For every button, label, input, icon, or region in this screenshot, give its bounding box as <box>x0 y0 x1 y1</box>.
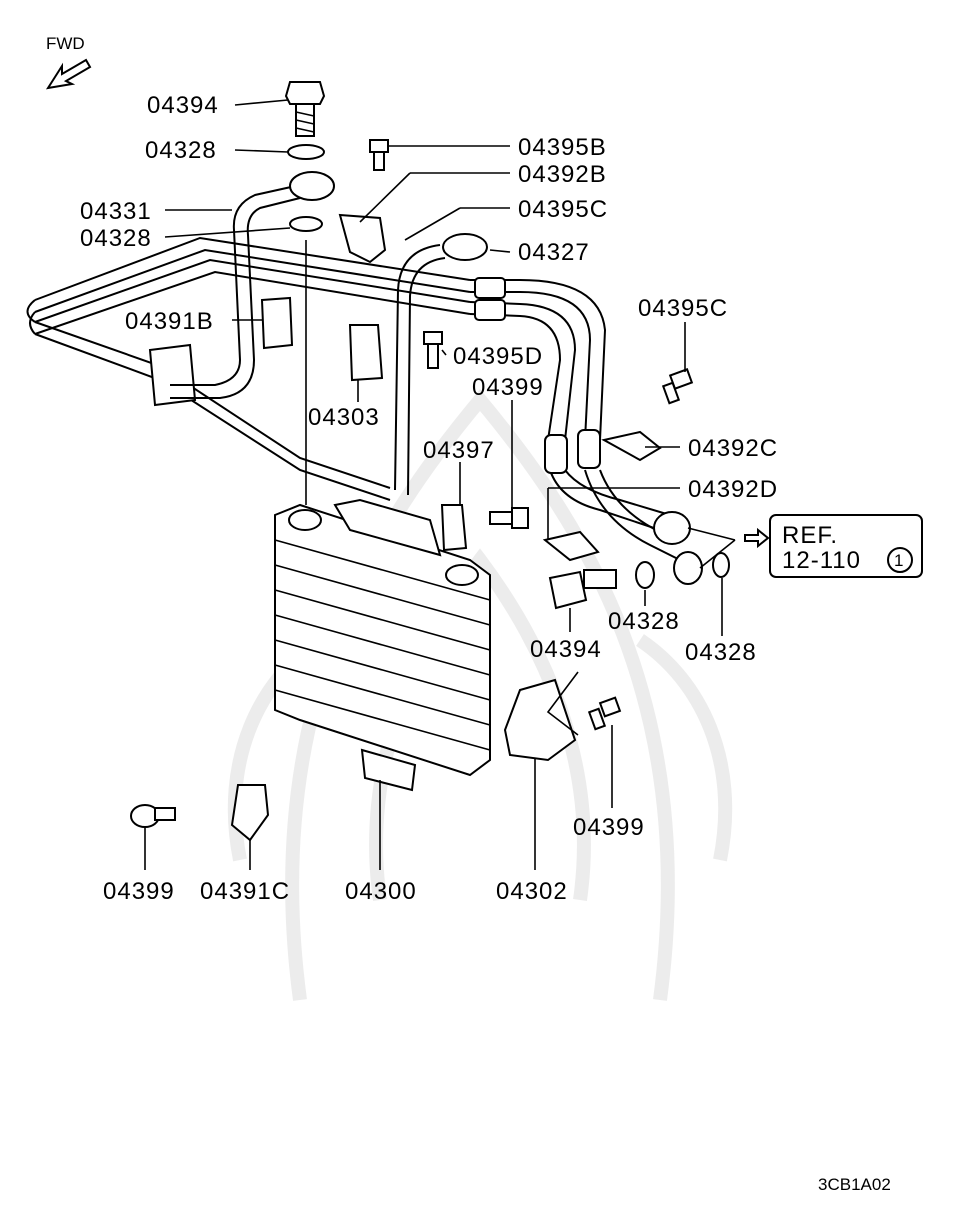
small-bolt-04395c-right <box>661 368 694 405</box>
part-label[interactable]: 04399 <box>573 814 645 841</box>
part-label[interactable]: 04399 <box>103 878 175 905</box>
banjo-bolt-lower <box>548 569 617 610</box>
fwd-label: FWD <box>46 34 85 53</box>
ref-line2: 12-110 <box>782 547 861 574</box>
part-label[interactable]: 04328 <box>80 225 152 252</box>
clamp-04392d <box>542 530 600 562</box>
bolt-04399-mid <box>489 507 529 529</box>
part-label[interactable]: 04391B <box>125 308 214 335</box>
part-label[interactable]: 04303 <box>308 404 380 431</box>
ref-box[interactable]: REF. 12-110 1 <box>769 514 923 578</box>
part-label[interactable]: 04302 <box>496 878 568 905</box>
part-label[interactable]: 04399 <box>472 374 544 401</box>
oil-tubes <box>170 171 488 496</box>
part-label[interactable]: 04328 <box>608 608 680 635</box>
clip-04391c <box>230 784 270 842</box>
part-label[interactable]: 04394 <box>147 92 219 119</box>
clamp-04391b <box>260 296 294 350</box>
fwd-arrow-icon: FWD <box>45 34 92 90</box>
part-label[interactable]: 04395D <box>453 343 543 370</box>
ref-line1: REF. <box>782 522 838 549</box>
part-label[interactable]: 04328 <box>145 137 217 164</box>
bolt-04399-left <box>130 804 176 828</box>
drawing-code: 3CB1A02 <box>818 1175 891 1194</box>
cooler-tube-assembly <box>26 236 730 589</box>
small-bolt-04395b <box>369 139 389 171</box>
part-label[interactable]: 04395C <box>518 196 608 223</box>
part-label[interactable]: 04392B <box>518 161 607 188</box>
part-label[interactable]: 04397 <box>423 437 495 464</box>
part-label[interactable]: 04395C <box>638 295 728 322</box>
part-labels: 04394 04328 04395B 04392B 04331 04395C 0… <box>80 92 778 905</box>
clamp-04392b <box>338 213 387 264</box>
part-label[interactable]: 04331 <box>80 198 152 225</box>
part-label[interactable]: 04392D <box>688 476 778 503</box>
part-label[interactable]: 04391C <box>200 878 290 905</box>
clamp-04392c <box>601 430 662 462</box>
banjo-bolt-top <box>284 81 326 137</box>
clip-04397 <box>440 504 468 552</box>
bracket-04303 <box>348 324 384 382</box>
small-bolt-04395d <box>423 331 443 369</box>
part-label[interactable]: 04327 <box>518 239 590 266</box>
part-label[interactable]: 04394 <box>530 636 602 663</box>
leader-lines <box>144 99 770 870</box>
washer-top <box>287 144 325 160</box>
part-label[interactable]: 04300 <box>345 878 417 905</box>
ref-circle-number: 1 <box>894 551 903 570</box>
bracket-04302 <box>503 678 577 762</box>
oil-cooler-core <box>274 498 491 792</box>
part-label[interactable]: 04395B <box>518 134 607 161</box>
bolt-04399-right <box>587 696 622 731</box>
part-label[interactable]: 04328 <box>685 639 757 666</box>
part-label[interactable]: 04392C <box>688 435 778 462</box>
washer-mid <box>289 216 323 232</box>
